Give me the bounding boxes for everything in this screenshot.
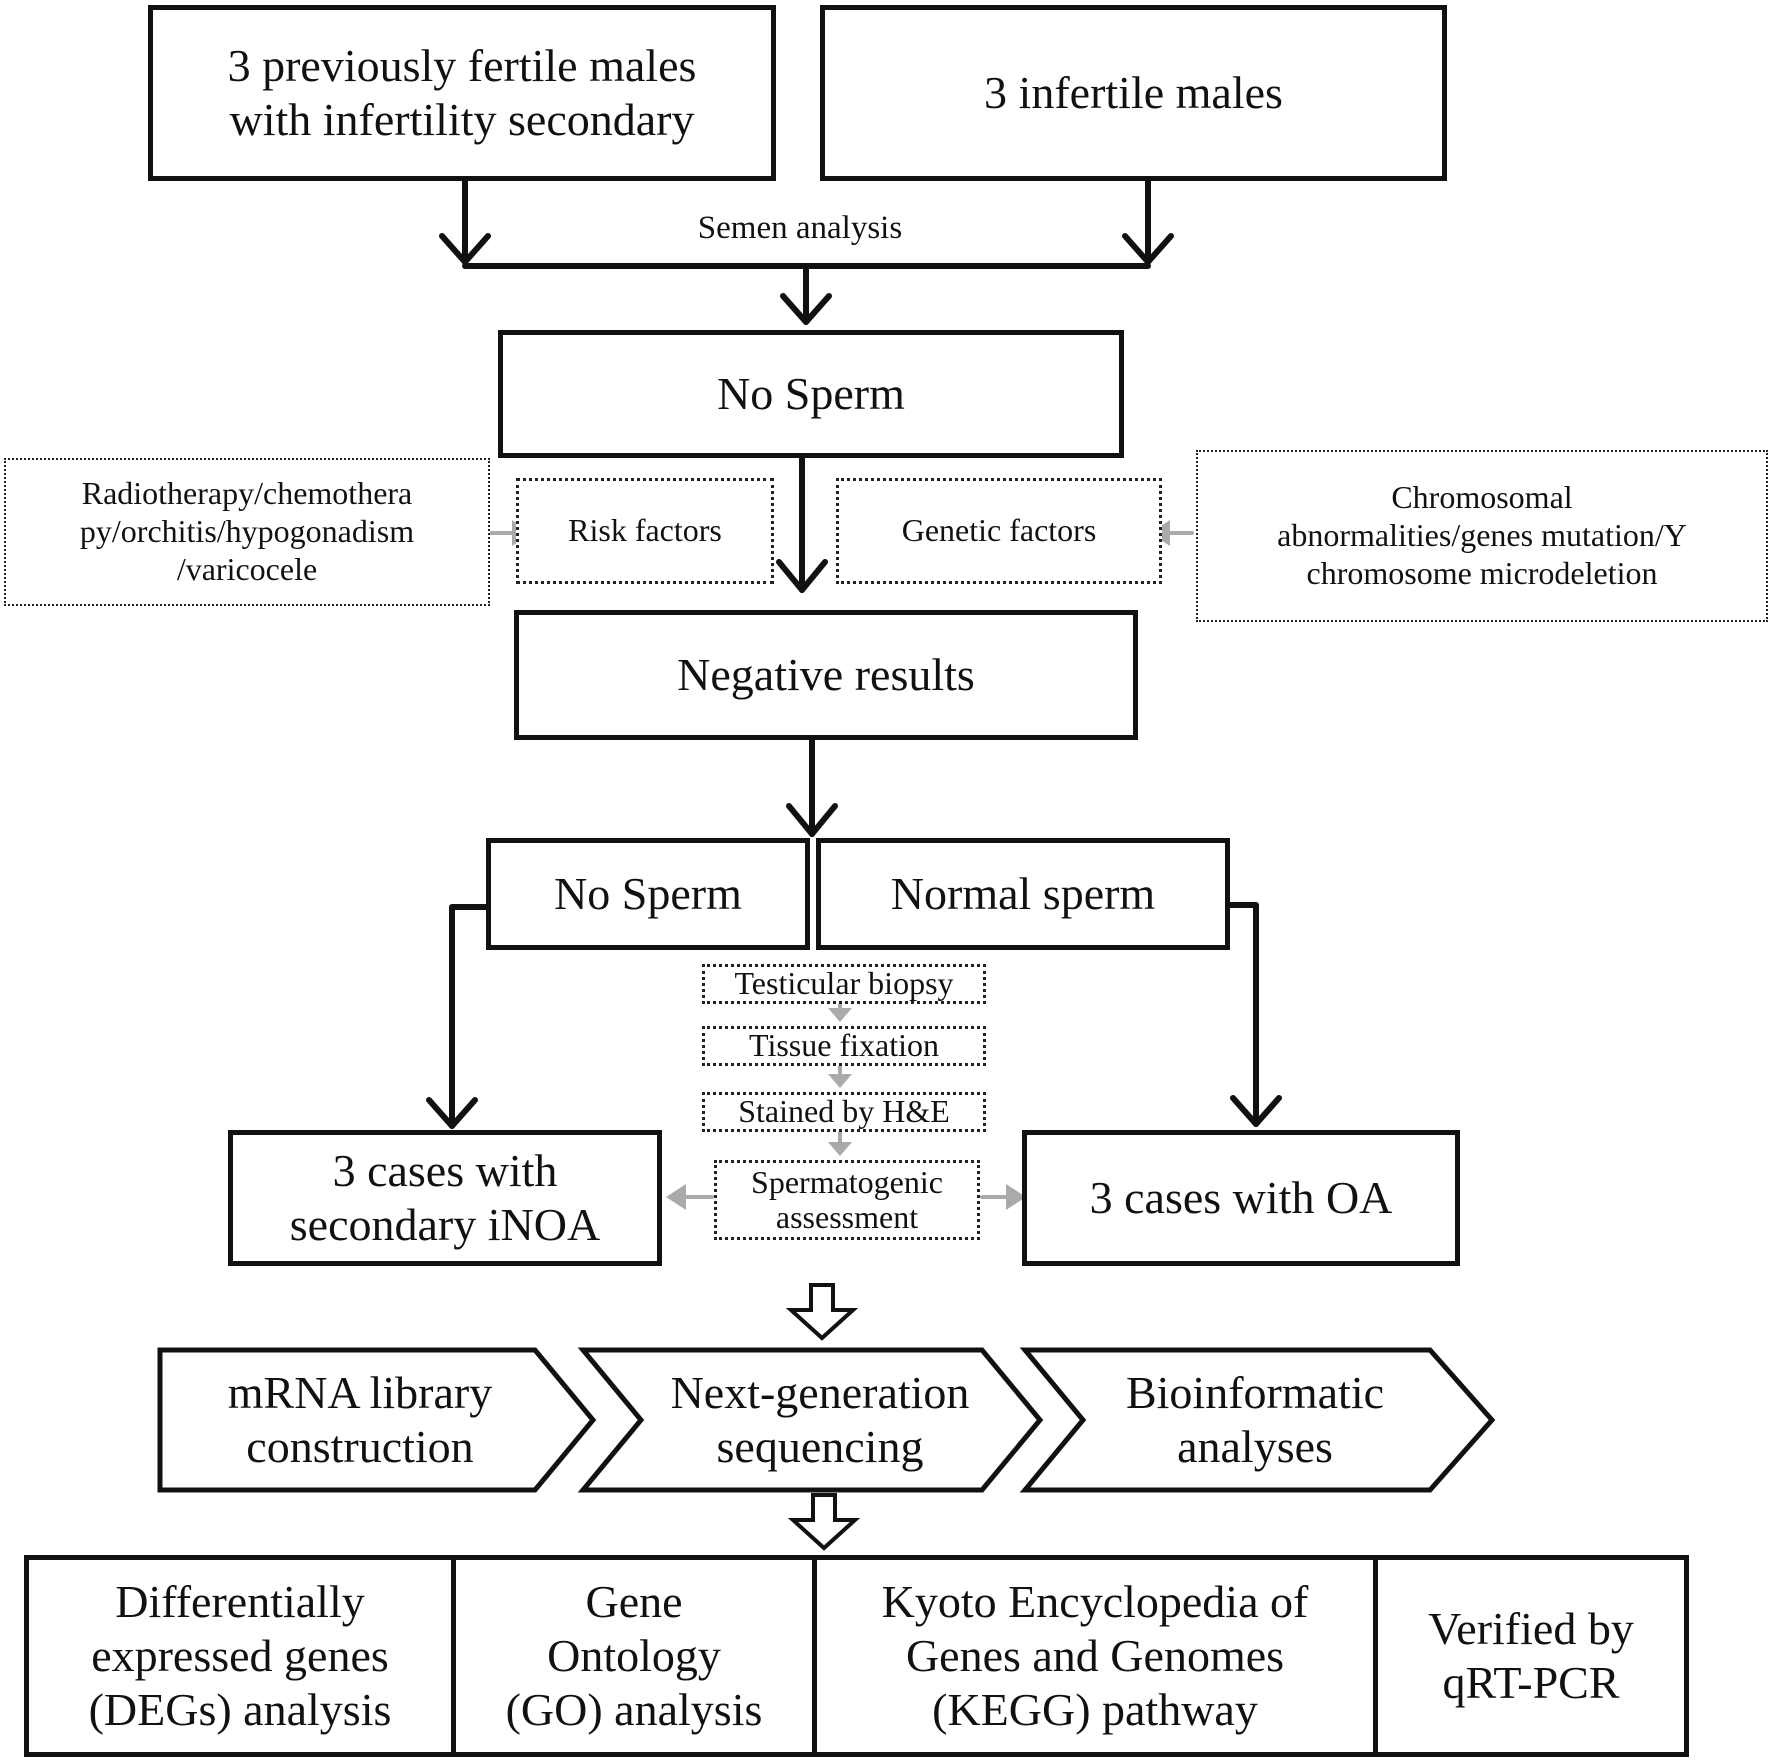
arrowhead-branch-right <box>1230 1095 1282 1127</box>
arrowhead-branch-left <box>426 1097 478 1129</box>
degs-analysis-box: Differentially expressed genes (DEGs) an… <box>24 1555 456 1757</box>
no-sperm-result-box: No Sperm <box>486 838 810 950</box>
inoa-cases-box: 3 cases with secondary iNOA <box>228 1130 662 1266</box>
step-stained-he: Stained by H&E <box>702 1092 986 1132</box>
risk-factors-box: Risk factors <box>516 478 774 584</box>
negative-results-box: Negative results <box>514 610 1138 740</box>
step-tissue-fixation: Tissue fixation <box>702 1026 986 1066</box>
genetic-factors-box: Genetic factors <box>836 478 1162 584</box>
step-spermatogenic-assessment: Spermatogenic assessment <box>714 1160 980 1240</box>
go-analysis-box: Gene Ontology (GO) analysis <box>451 1555 817 1757</box>
arrowhead-mid <box>776 559 828 593</box>
no-sperm-box: No Sperm <box>498 330 1124 458</box>
step-testicular-biopsy: Testicular biopsy <box>702 964 986 1004</box>
arrowhead-left <box>439 233 491 265</box>
grey-arrowhead-oa <box>1006 1184 1026 1210</box>
arrowhead-center <box>780 293 832 325</box>
normal-sperm-box: Normal sperm <box>816 838 1230 950</box>
pipeline-shape-3 <box>1019 1347 1496 1493</box>
top-left-box: 3 previously fertile males with infertil… <box>148 5 776 181</box>
kegg-pathway-box: Kyoto Encyclopedia of Genes and Genomes … <box>812 1555 1378 1757</box>
pipeline-step-ngs: Next-generation sequencing <box>670 1366 970 1472</box>
risk-detail-box: Radiotherapy/chemothera py/orchitis/hypo… <box>4 458 490 606</box>
semen-analysis-label: Semen analysis <box>697 210 903 246</box>
qrt-pcr-box: Verified by qRT-PCR <box>1373 1555 1689 1757</box>
pipeline-shape-1 <box>157 1347 597 1493</box>
block-arrow-down-1 <box>785 1283 859 1341</box>
pipeline-step-bioinformatic: Bioinformatic analyses <box>1125 1366 1385 1472</box>
grey-arrowhead-step-3 <box>828 1142 852 1156</box>
pipeline-step-mrna: mRNA library construction <box>227 1366 493 1472</box>
grey-arrowhead-inoa <box>666 1184 686 1210</box>
top-right-box: 3 infertile males <box>820 5 1447 181</box>
grey-arrowhead-step-1 <box>828 1008 852 1022</box>
genetic-detail-box: Chromosomal abnormalities/genes mutation… <box>1196 450 1768 622</box>
connector-line-branch-left <box>449 904 493 1129</box>
arrowhead-lower <box>786 803 838 837</box>
grey-arrowhead-step-2 <box>828 1074 852 1088</box>
connector-line-branch-right <box>1225 902 1259 1127</box>
block-arrow-down-2 <box>787 1493 861 1551</box>
arrowhead-right <box>1122 233 1174 265</box>
pipeline-shape-2 <box>577 1347 1044 1493</box>
oa-cases-box: 3 cases with OA <box>1022 1130 1460 1266</box>
